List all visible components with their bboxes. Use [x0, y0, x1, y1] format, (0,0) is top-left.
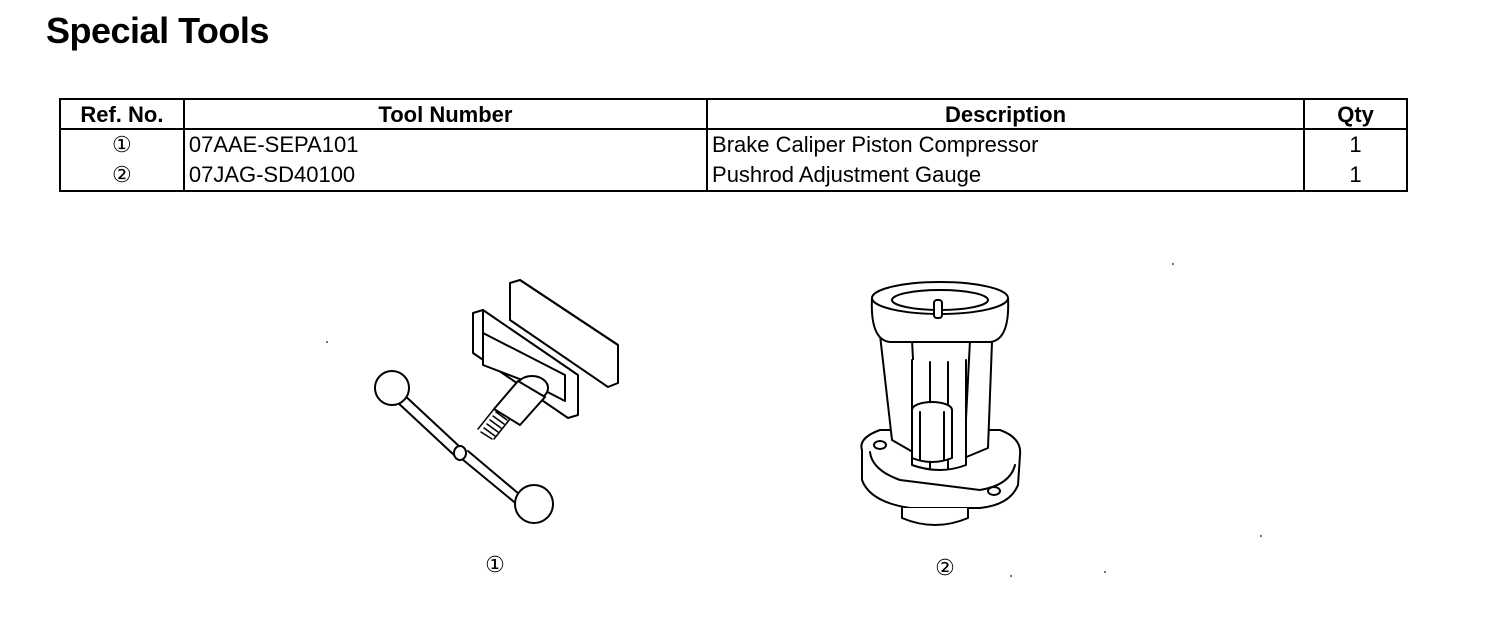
brake-caliper-piston-compressor-illustration [360, 275, 630, 530]
scan-speck [1010, 575, 1012, 577]
header-description: Description [706, 99, 1306, 130]
table-row: ② 07JAG-SD40100 Pushrod Adjustment Gauge… [59, 160, 1408, 192]
cell-ref: ① [59, 129, 185, 160]
page-title: Special Tools [46, 10, 269, 51]
cell-ref: ② [59, 160, 185, 192]
cell-qty: 1 [1303, 129, 1408, 160]
scan-speck [1104, 571, 1106, 573]
scan-speck [1260, 535, 1262, 537]
scan-speck [1172, 263, 1174, 265]
cell-qty: 1 [1303, 160, 1408, 192]
cell-tool-number: 07AAE-SEPA101 [182, 129, 709, 160]
cell-description: Brake Caliper Piston Compressor [706, 129, 1306, 160]
special-tools-table: Ref. No. Tool Number Description Qty ① 0… [59, 98, 1408, 192]
header-ref-no: Ref. No. [59, 99, 185, 130]
figure-2-caption: ② [935, 556, 955, 581]
table-header-row: Ref. No. Tool Number Description Qty [59, 99, 1408, 130]
header-tool-number: Tool Number [182, 99, 709, 130]
table-row: ① 07AAE-SEPA101 Brake Caliper Piston Com… [59, 129, 1408, 160]
cell-tool-number: 07JAG-SD40100 [182, 160, 709, 192]
scan-speck [326, 341, 328, 343]
header-qty: Qty [1303, 99, 1408, 130]
pushrod-adjustment-gauge-illustration [850, 280, 1030, 530]
figure-1-caption: ① [485, 553, 505, 578]
cell-description: Pushrod Adjustment Gauge [706, 160, 1306, 192]
